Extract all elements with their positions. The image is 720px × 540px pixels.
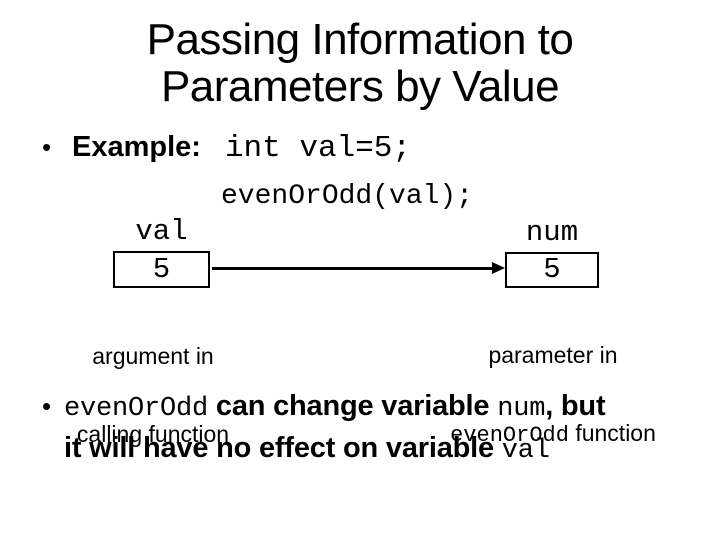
num-variable-label: num	[525, 216, 579, 249]
bullet-icon: •	[42, 391, 52, 421]
note-text-3: it will have no effect on variable	[64, 432, 502, 464]
val-caption: argument in calling function	[43, 291, 263, 499]
right-arrow-icon	[492, 262, 505, 274]
val-caption-line2: calling function	[76, 421, 230, 447]
note-bullet: • evenOrOdd can change variable num, but…	[42, 387, 692, 471]
note-code-evenorodd: evenOrOdd	[64, 394, 209, 424]
val-caption-line1: argument in	[92, 343, 214, 369]
val-variable-label: val	[135, 215, 188, 248]
num-value-box: 5	[505, 252, 599, 288]
example-label: Example:	[72, 131, 201, 163]
note-code-val: val	[501, 436, 550, 466]
val-value-box: 5	[113, 251, 210, 288]
val-value: 5	[152, 253, 171, 286]
slide-title-line1: Passing Information to	[146, 15, 574, 64]
arrow-line	[212, 267, 493, 270]
slide-title: Passing Information to Parameters by Val…	[0, 16, 720, 110]
num-caption-line1: parameter in	[488, 342, 618, 368]
note-text: evenOrOdd can change variable num, but it…	[64, 387, 606, 471]
num-caption-line2: evenOrOdd function	[443, 420, 663, 449]
bullet-icon: •	[42, 132, 52, 162]
example-code-line2: evenOrOdd(val);	[221, 181, 474, 212]
example-code-line1: int val=5;	[224, 131, 411, 166]
note-text-2: , but	[545, 390, 606, 422]
num-caption: parameter in evenOrOdd function	[443, 290, 663, 501]
num-caption-rest: function	[568, 420, 656, 446]
num-value: 5	[543, 253, 561, 286]
slide-title-line2: Parameters by Value	[160, 62, 560, 111]
note-text-1: can change variable	[208, 390, 498, 422]
example-bullet: • Example: int val=5;	[42, 131, 411, 166]
num-caption-code: evenOrOdd	[450, 423, 569, 448]
note-code-num: num	[497, 394, 546, 424]
